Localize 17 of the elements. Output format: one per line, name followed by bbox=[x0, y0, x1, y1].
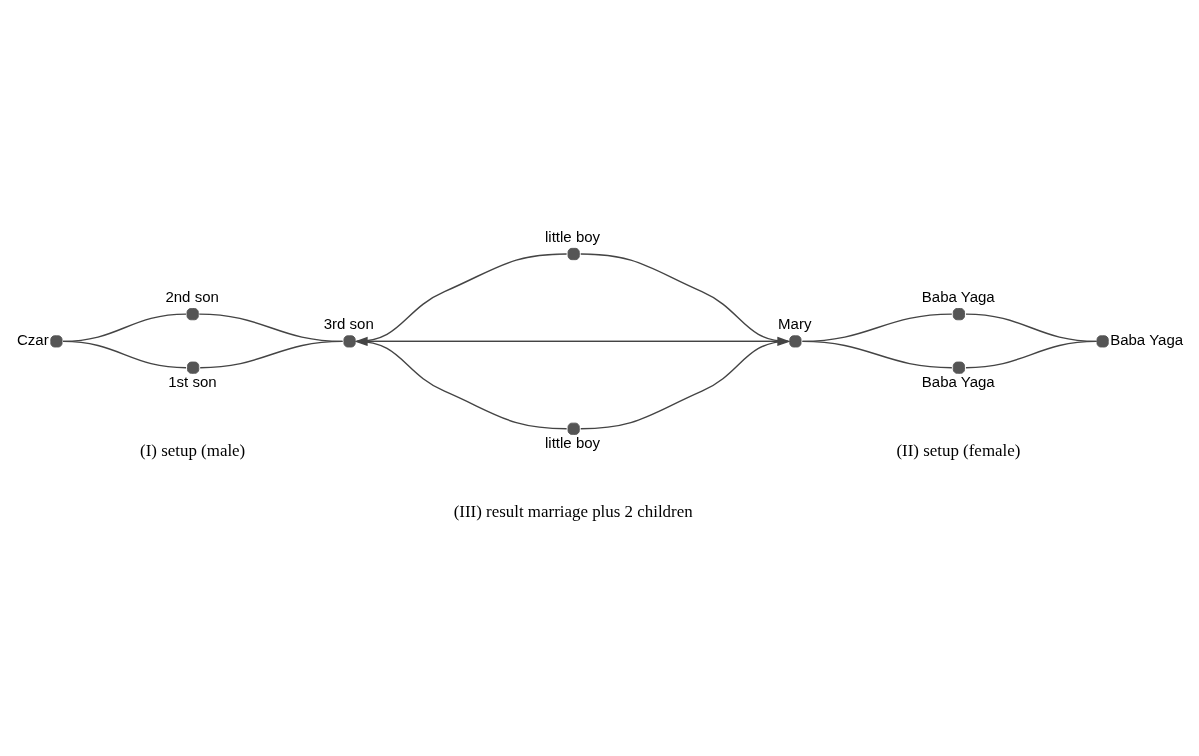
node-label: Baba Yaga bbox=[1110, 330, 1184, 348]
node-label: Baba Yaga bbox=[921, 287, 995, 305]
label: (I) setup (male) bbox=[140, 440, 246, 460]
node-label: 1st son bbox=[168, 372, 217, 390]
node-label: Baba Yaga bbox=[921, 372, 995, 390]
label: (II) setup (female) bbox=[896, 440, 1021, 460]
connector bbox=[62, 340, 187, 368]
connector bbox=[199, 340, 344, 368]
node-label: Czar bbox=[16, 330, 49, 348]
node-label: 3rd son bbox=[323, 314, 374, 332]
node-label: Mary bbox=[778, 314, 812, 332]
node-label: little boy bbox=[545, 227, 601, 245]
node-label: 2nd son bbox=[165, 287, 219, 305]
node-label: little boy bbox=[545, 433, 601, 451]
connector bbox=[801, 340, 953, 368]
connector bbox=[965, 340, 1098, 368]
label: (III) result marriage plus 2 children bbox=[453, 501, 693, 521]
